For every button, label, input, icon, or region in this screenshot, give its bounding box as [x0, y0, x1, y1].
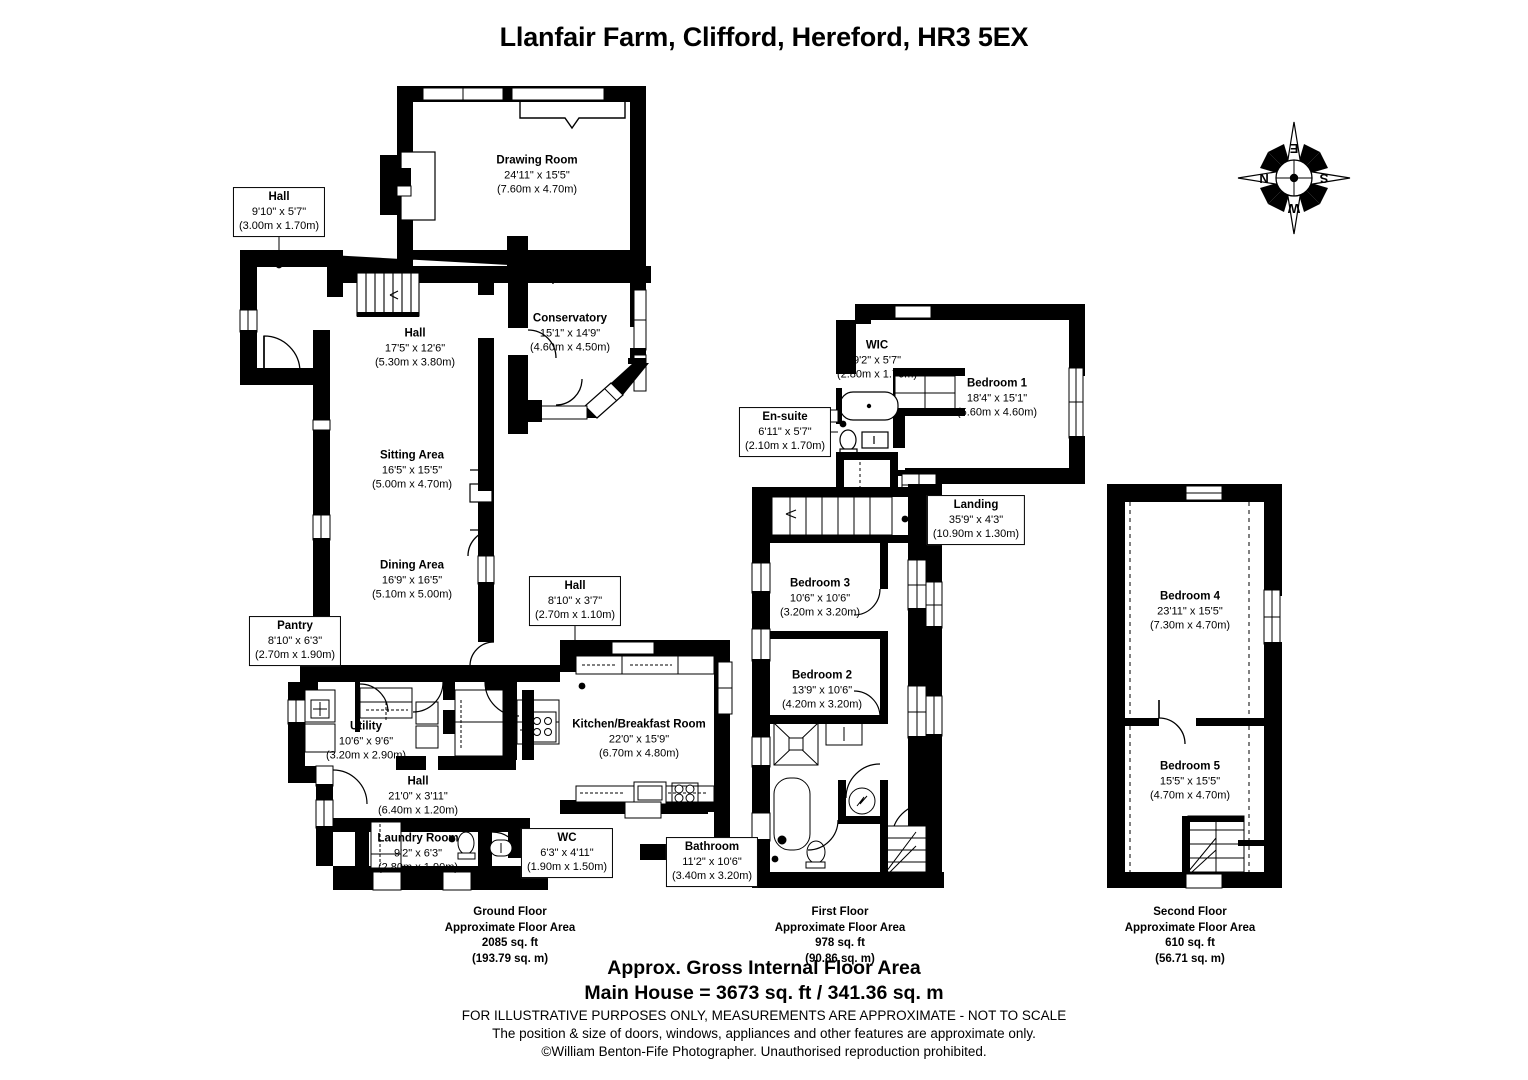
compass-rose: E N S W: [1237, 121, 1351, 235]
room-label-bathroom-ground: Bathroom 11'2" x 10'6" (3.40m x 3.20m): [665, 837, 759, 887]
copyright-notice: ©William Benton-Fife Photographer. Unaut…: [541, 1044, 987, 1059]
room-label-hall-front: Hall 9'10" x 5'7" (3.00m x 1.70m): [232, 187, 326, 237]
second-floor-plan: [1107, 484, 1282, 889]
room-label-hall-main: Hall 17'5" x 12'6" (5.30m x 3.80m): [374, 327, 456, 369]
floor-caption-ground: Ground Floor Approximate Floor Area 2085…: [444, 906, 576, 965]
room-label-conservatory: Conservatory 15'1" x 14'9" (4.60m x 4.50…: [529, 312, 611, 354]
room-label-laundry-room: Laundry Room 9'2" x 6'3" (2.80m x 1.90m): [377, 832, 459, 874]
compass-label-top: E: [1289, 141, 1298, 156]
room-label-bedroom-1: Bedroom 1 18'4" x 15'1" (5.60m x 4.60m): [956, 377, 1038, 419]
room-label-dining-area: Dining Area 16'9" x 16'5" (5.10m x 5.00m…: [371, 559, 453, 601]
room-label-kitchen-breakfast-room: Kitchen/Breakfast Room 22'0" x 15'9" (6.…: [572, 718, 706, 760]
room-label-bedroom-4: Bedroom 4 23'11" x 15'5" (7.30m x 4.70m): [1149, 590, 1231, 632]
room-label-wc: WC 6'3" x 4'11" (1.90m x 1.50m): [520, 828, 614, 878]
room-label-utility: Utility 10'6" x 9'6" (3.20m x 2.90m): [325, 720, 407, 762]
room-label-wic: WIC 9'2" x 5'7" (2.80m x 1.70m): [836, 339, 918, 381]
room-label-bedroom-5: Bedroom 5 15'5" x 15'5" (4.70m x 4.70m): [1149, 760, 1231, 802]
disclaimer-line-1: FOR ILLUSTRATIVE PURPOSES ONLY, MEASUREM…: [461, 1008, 1067, 1023]
floor-caption-first: First Floor Approximate Floor Area 978 s…: [774, 906, 906, 965]
room-label-bedroom-3: Bedroom 3 10'6" x 10'6" (3.20m x 3.20m): [779, 577, 861, 619]
first-floor-plan: [751, 304, 1085, 888]
room-label-en-suite: En-suite 6'11" x 5'7" (2.10m x 1.70m): [738, 407, 832, 457]
compass-label-right: S: [1319, 171, 1328, 186]
floor-caption-second: Second Floor Approximate Floor Area 610 …: [1124, 906, 1256, 965]
room-label-hall-back: Hall 21'0" x 3'11" (6.40m x 1.20m): [377, 775, 459, 817]
main-house-total: Main House = 3673 sq. ft / 341.36 sq. m: [584, 982, 944, 1004]
page-title: Llanfair Farm, Clifford, Hereford, HR3 5…: [499, 22, 1029, 52]
room-label-pantry: Pantry 8'10" x 6'3" (2.70m x 1.90m): [248, 616, 342, 666]
room-label-landing: Landing 35'9" x 4'3" (10.90m x 1.30m): [926, 495, 1026, 545]
room-label-bedroom-2: Bedroom 2 13'9" x 10'6" (4.20m x 3.20m): [781, 669, 863, 711]
room-label-hall-rear: Hall 8'10" x 3'7" (2.70m x 1.10m): [528, 576, 622, 626]
compass-label-left: N: [1259, 171, 1268, 186]
compass-label-bottom: W: [1287, 201, 1300, 216]
gross-area-heading: Approx. Gross Internal Floor Area: [607, 957, 921, 979]
room-label-drawing-room: Drawing Room 24'11" x 15'5" (7.60m x 4.7…: [496, 154, 578, 196]
room-label-sitting-area: Sitting Area 16'5" x 15'5" (5.00m x 4.70…: [371, 449, 453, 491]
disclaimer-line-2: The position & size of doors, windows, a…: [492, 1026, 1036, 1041]
